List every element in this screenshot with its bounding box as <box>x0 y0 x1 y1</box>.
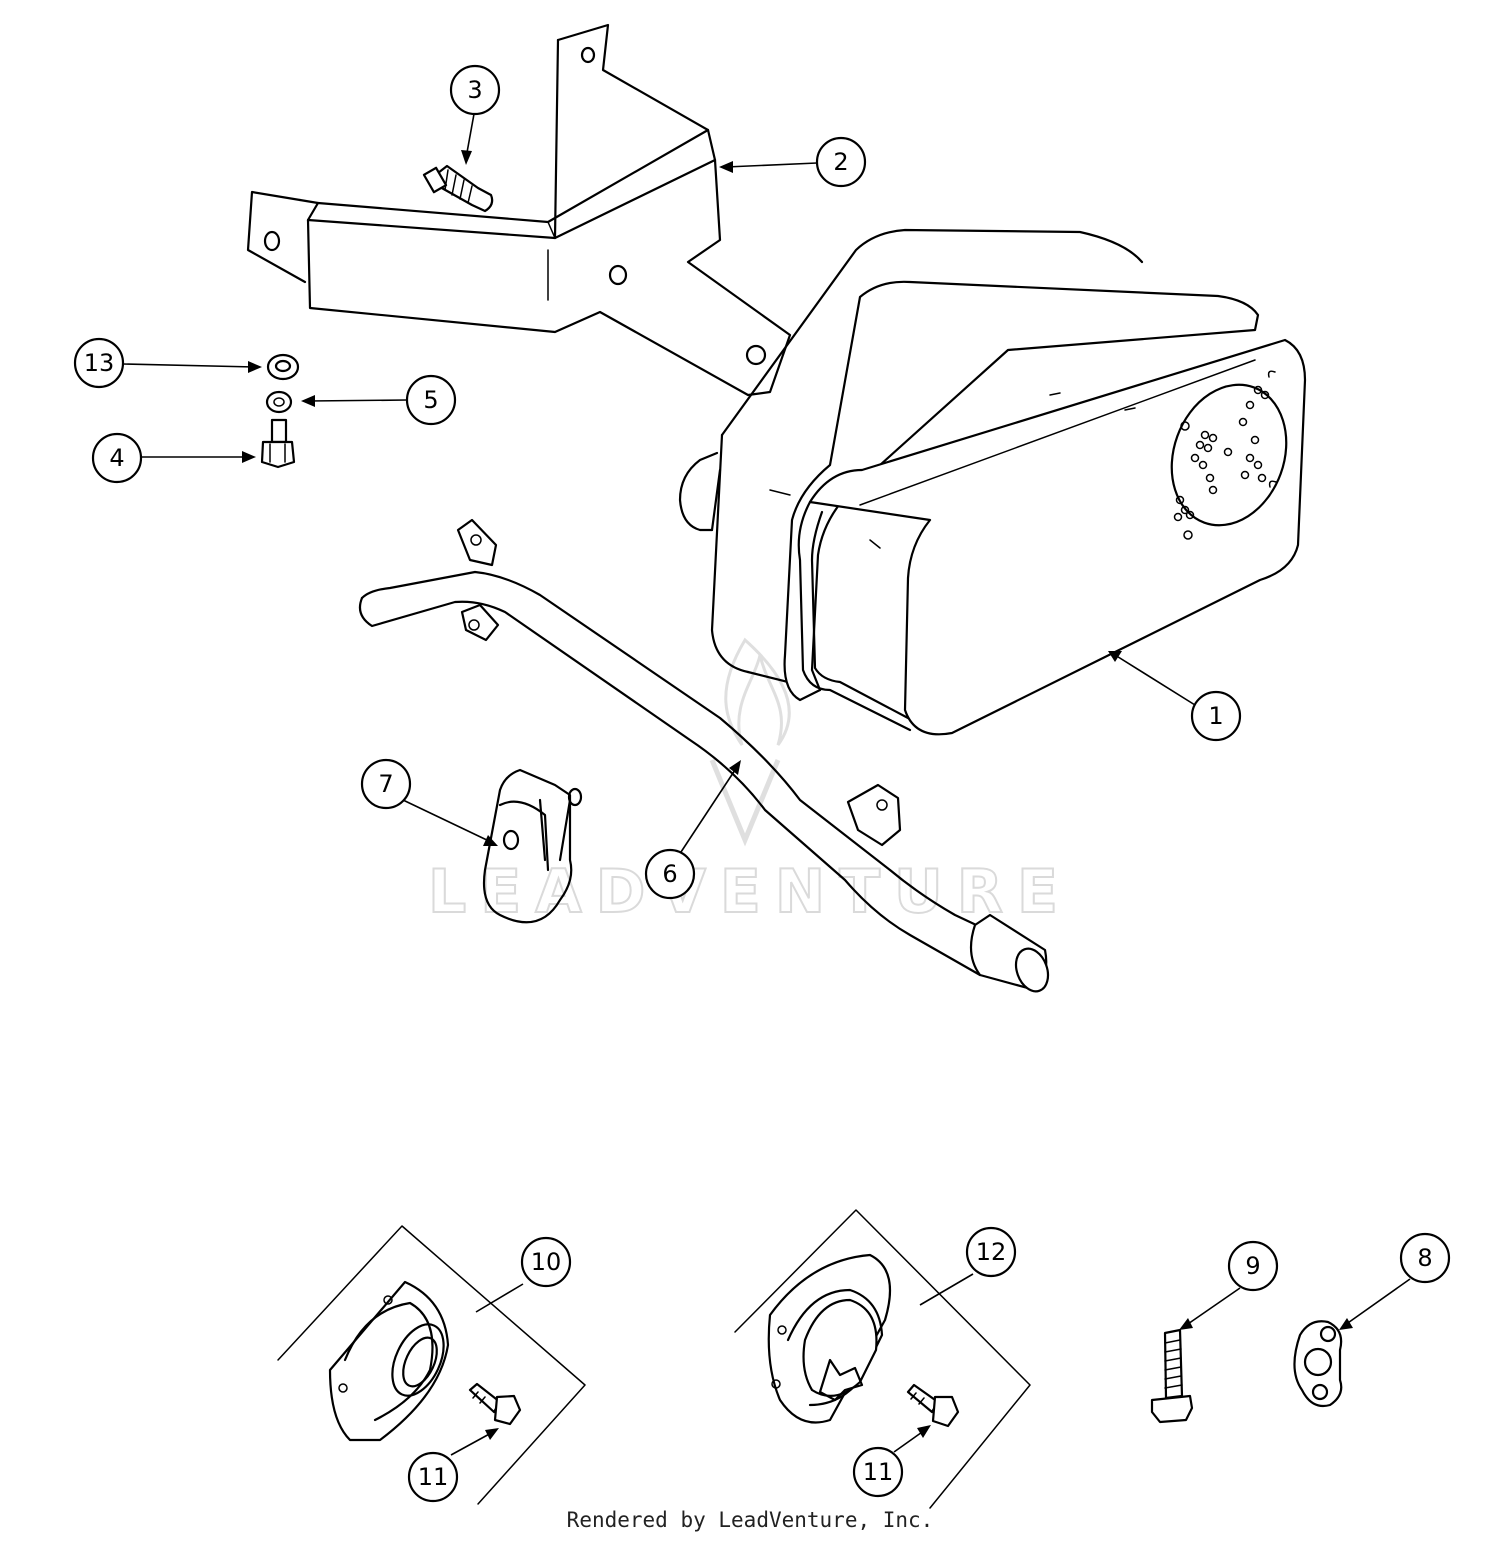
part-5-lock-washer <box>265 390 293 414</box>
callout-3: 3 <box>449 64 501 116</box>
callout-1-label: 1 <box>1208 702 1223 730</box>
callout-5: 5 <box>405 374 457 426</box>
callout-2: 2 <box>815 136 867 188</box>
part-7-clamp <box>482 768 583 924</box>
callout-9: 9 <box>1227 1240 1279 1292</box>
callout-6: 6 <box>644 848 696 900</box>
watermark: LEADVENTURE <box>427 637 1072 928</box>
callout-7-label: 7 <box>378 770 393 798</box>
callout-6-label: 6 <box>662 860 677 888</box>
part-12-spark-arrestor <box>734 1209 1031 1509</box>
part-11-screw-a <box>468 1382 522 1426</box>
callout-11-right: 11 <box>852 1446 904 1498</box>
callout-11-left-label: 11 <box>418 1463 449 1491</box>
part-2-bracket <box>246 23 792 397</box>
callout-1: 1 <box>1190 690 1242 742</box>
callout-12-label: 12 <box>976 1238 1007 1266</box>
part-10-outlet <box>277 1225 586 1505</box>
part-3-bolt <box>422 164 494 213</box>
callout-4-label: 4 <box>109 444 124 472</box>
callout-8: 8 <box>1399 1232 1451 1284</box>
part-8-gasket <box>1293 1320 1343 1408</box>
part-1-muffler <box>678 228 1307 736</box>
callout-12: 12 <box>965 1226 1017 1278</box>
callout-2-label: 2 <box>833 148 848 176</box>
muffler-screen-holes <box>1173 385 1270 540</box>
callout-10-label: 10 <box>531 1248 562 1276</box>
callout-7: 7 <box>360 758 412 810</box>
callout-11-right-label: 11 <box>863 1458 894 1486</box>
callout-9-label: 9 <box>1245 1252 1260 1280</box>
leader-lines <box>122 113 1411 1456</box>
part-4-bolt <box>260 418 296 469</box>
part-11-screw-b <box>906 1383 960 1428</box>
callout-13: 13 <box>73 337 125 389</box>
watermark-text: LEADVENTURE <box>428 857 1072 927</box>
callout-11-left: 11 <box>407 1451 459 1503</box>
callout-3-label: 3 <box>467 76 482 104</box>
callout-10: 10 <box>520 1236 572 1288</box>
part-13-washer <box>266 353 300 381</box>
part-6-exhaust-pipe <box>358 518 1050 993</box>
part-9-bolt <box>1150 1328 1194 1424</box>
callout-13-label: 13 <box>84 349 115 377</box>
callout-8-label: 8 <box>1417 1244 1432 1272</box>
callout-4: 4 <box>91 432 143 484</box>
callout-5-label: 5 <box>423 386 438 414</box>
render-credit: Rendered by LeadVenture, Inc. <box>566 1508 934 1532</box>
